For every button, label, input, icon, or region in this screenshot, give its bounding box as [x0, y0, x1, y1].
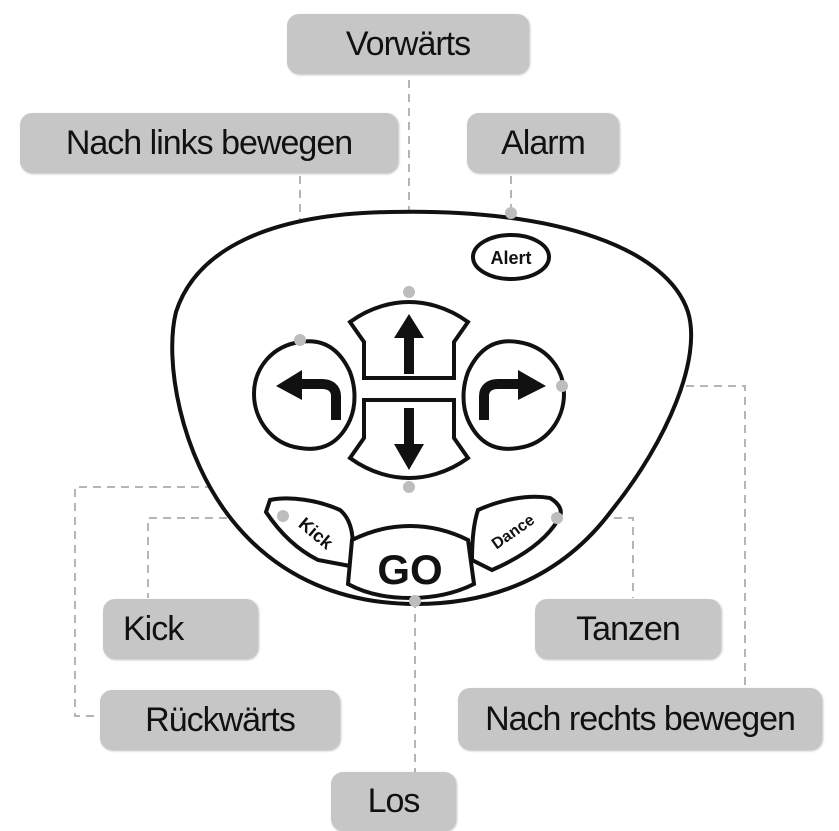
alert-button[interactable]: Alert — [471, 233, 551, 281]
forward-button[interactable] — [347, 299, 471, 380]
anchor-dot-go — [409, 595, 421, 607]
alert-button-label: Alert — [490, 248, 531, 268]
label-alarm: Alarm — [467, 113, 619, 173]
anchor-dot-dance — [551, 512, 563, 524]
leader-backward — [74, 486, 409, 717]
anchor-dot-kick — [277, 510, 289, 522]
backward-button[interactable] — [347, 398, 471, 481]
anchor-dot-alarm — [505, 207, 517, 219]
label-go: Los — [331, 772, 456, 831]
label-dance: Tanzen — [535, 599, 721, 659]
label-move-left: Nach links bewegen — [20, 113, 398, 173]
anchor-dot-backward — [403, 481, 415, 493]
dance-button[interactable]: Dance — [469, 494, 563, 573]
move-left-button[interactable] — [251, 339, 357, 451]
turn-left-icon — [276, 370, 341, 420]
label-kick: Kick — [103, 599, 258, 659]
move-right-button[interactable] — [461, 339, 567, 451]
anchor-dots — [277, 207, 568, 607]
turn-right-icon — [479, 370, 546, 420]
label-forward: Vorwärts — [287, 14, 529, 74]
go-button-label: GO — [377, 546, 442, 593]
arrow-down-icon — [394, 408, 424, 470]
anchor-dot-forward — [403, 286, 415, 298]
label-move-right: Nach rechts bewegen — [458, 688, 822, 750]
leader-dance — [558, 517, 634, 598]
label-backward: Rückwärts — [100, 690, 340, 750]
anchor-dot-move-left — [294, 334, 306, 346]
arrow-up-icon — [394, 314, 424, 374]
anchor-dot-move-right — [556, 380, 568, 392]
go-button[interactable]: GO — [345, 523, 477, 601]
